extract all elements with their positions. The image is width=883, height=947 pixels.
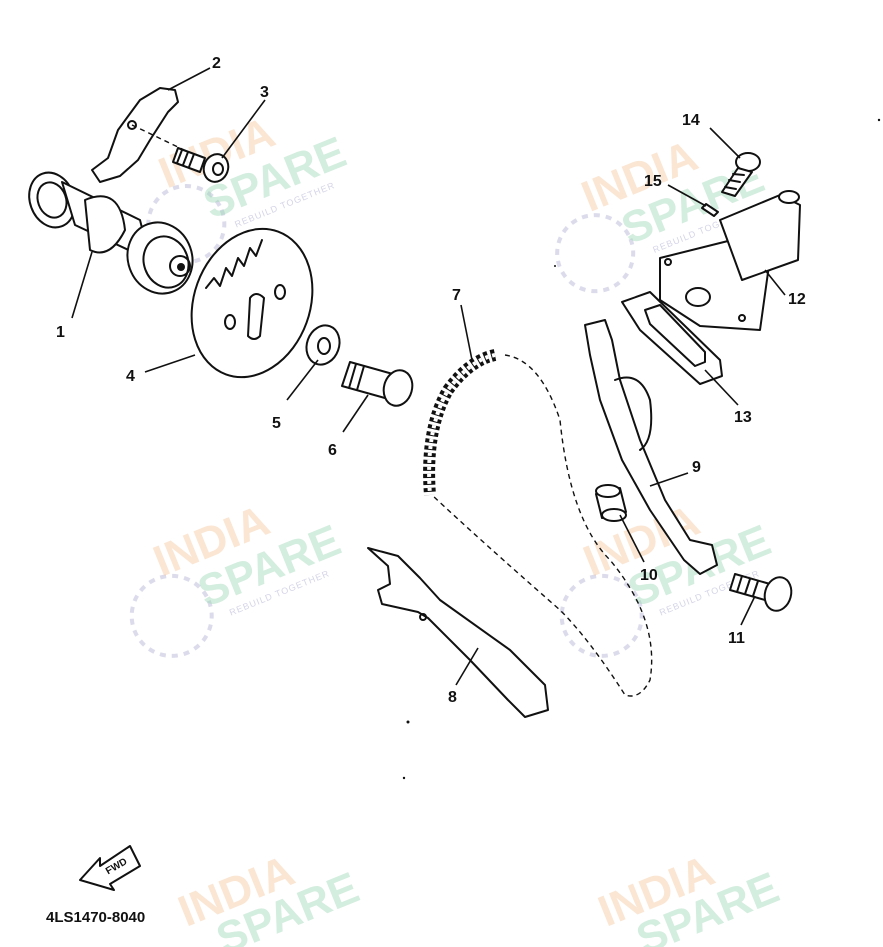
callout-7: 7 (452, 287, 461, 304)
scan-specks (402, 118, 881, 780)
callout-5: 5 (272, 415, 281, 432)
watermark-bottom-right: INDIA SPARE (592, 846, 786, 947)
part-clip (701, 203, 719, 217)
part-chain-guide (367, 547, 549, 718)
part-gasket (621, 291, 723, 385)
leader-lines (71, 67, 786, 686)
part-timing-chain (423, 349, 653, 697)
callout-1: 1 (56, 324, 65, 341)
callout-15: 15 (644, 173, 662, 190)
part-bolt-14 (721, 152, 761, 197)
part-bolt-11 (729, 573, 793, 612)
part-cam-sprocket (190, 227, 314, 379)
part-bolt-6 (341, 361, 414, 407)
callout-13: 13 (734, 409, 752, 426)
part-bolt-3 (172, 147, 230, 183)
part-camshaft (28, 171, 194, 295)
part-code: 4LS1470-8040 (46, 909, 145, 926)
watermark-mid-left: INDIA SPARE REBUILD TOGETHER (129, 496, 347, 658)
callout-8: 8 (448, 689, 457, 706)
part-washer (305, 324, 341, 366)
part-tensioner-guide (584, 319, 718, 575)
callout-9: 9 (692, 459, 701, 476)
callout-2: 2 (212, 55, 221, 72)
callout-11: 11 (728, 630, 745, 647)
fwd-arrow-icon: FWD (79, 845, 141, 891)
watermark-bottom-left: INDIA SPARE (172, 846, 366, 947)
callout-3: 3 (260, 84, 269, 101)
part-tensioner-assembly (659, 190, 801, 331)
callout-6: 6 (328, 442, 337, 459)
callout-10: 10 (640, 567, 658, 584)
callout-4: 4 (126, 368, 135, 385)
part-bushing (595, 484, 627, 522)
callout-14: 14 (682, 112, 700, 129)
callout-12: 12 (788, 291, 806, 308)
callout-labels: 1 2 3 4 5 6 7 8 9 10 11 12 13 14 15 (56, 55, 806, 706)
